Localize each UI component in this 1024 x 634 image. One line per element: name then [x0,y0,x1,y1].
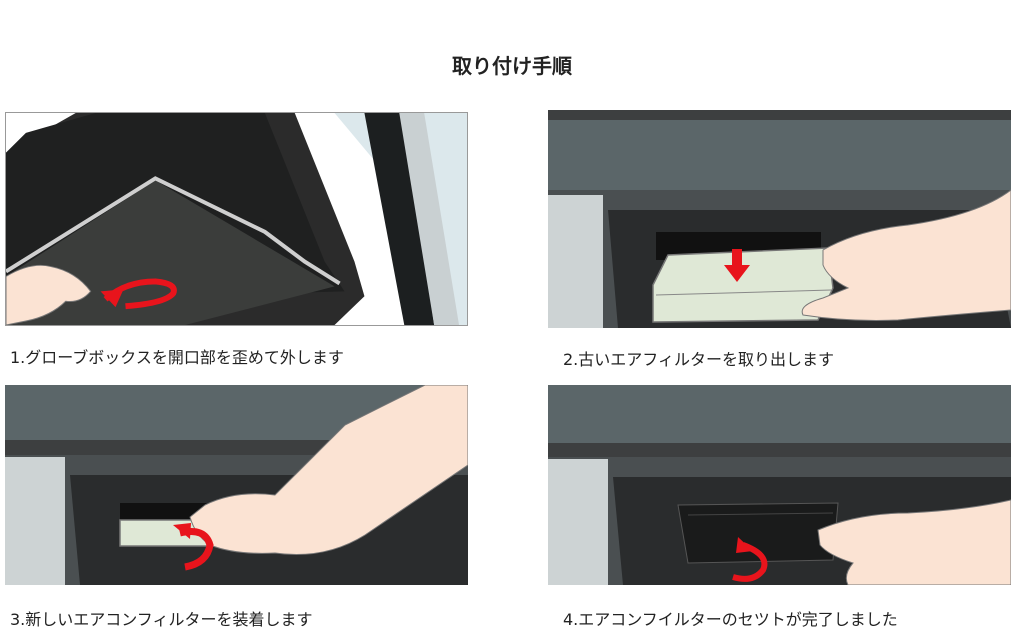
step-1-caption: 1.グローブボックスを開口部を歪めて外します [10,348,344,367]
step-2-caption: 2.古いエアフィルターを取り出します [563,350,834,369]
step-3-illustration [5,385,468,585]
step-4-illustration [548,385,1011,585]
step-1-illustration [5,112,468,326]
step-4-caption: 4.エアコンフイルターのセツトが完了しました [563,610,898,629]
step-2-illustration [548,110,1011,328]
page-title: 取り付け手順 [452,54,572,78]
step-3-caption: 3.新しいエアコンフィルターを装着します [10,610,313,629]
